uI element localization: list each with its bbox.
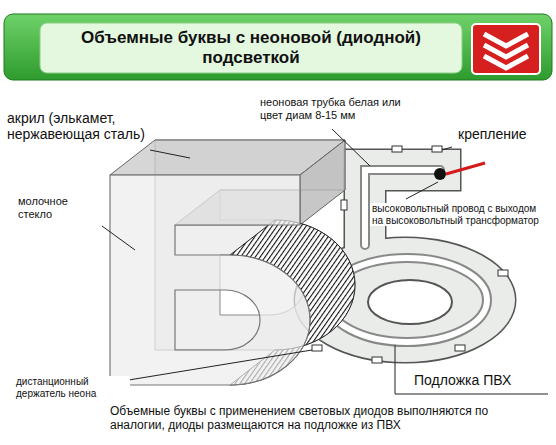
caption-text: Объемные буквы с применением световых ди… bbox=[110, 405, 530, 433]
part-label: акрил (элькамет, нержавеющая сталь) bbox=[5, 110, 151, 142]
logo-icon bbox=[472, 24, 540, 74]
part-label: Подложка ПВХ bbox=[412, 372, 513, 388]
letter-figure bbox=[110, 140, 355, 385]
title-text: Объемные буквы с неоновой (диодной) подс… bbox=[48, 28, 454, 67]
leader-lines bbox=[92, 129, 548, 394]
header-band bbox=[4, 14, 552, 80]
part-label: неоновая трубка белая или цвет диам 8-15… bbox=[258, 96, 422, 121]
part-label: дистанционный держатель неона bbox=[14, 376, 130, 399]
part-label: крепление bbox=[456, 126, 529, 142]
part-label: высоковольтный провод с выходом на высок… bbox=[370, 203, 552, 226]
title-panel bbox=[40, 23, 462, 73]
part-label: молочное стекло bbox=[16, 195, 106, 220]
